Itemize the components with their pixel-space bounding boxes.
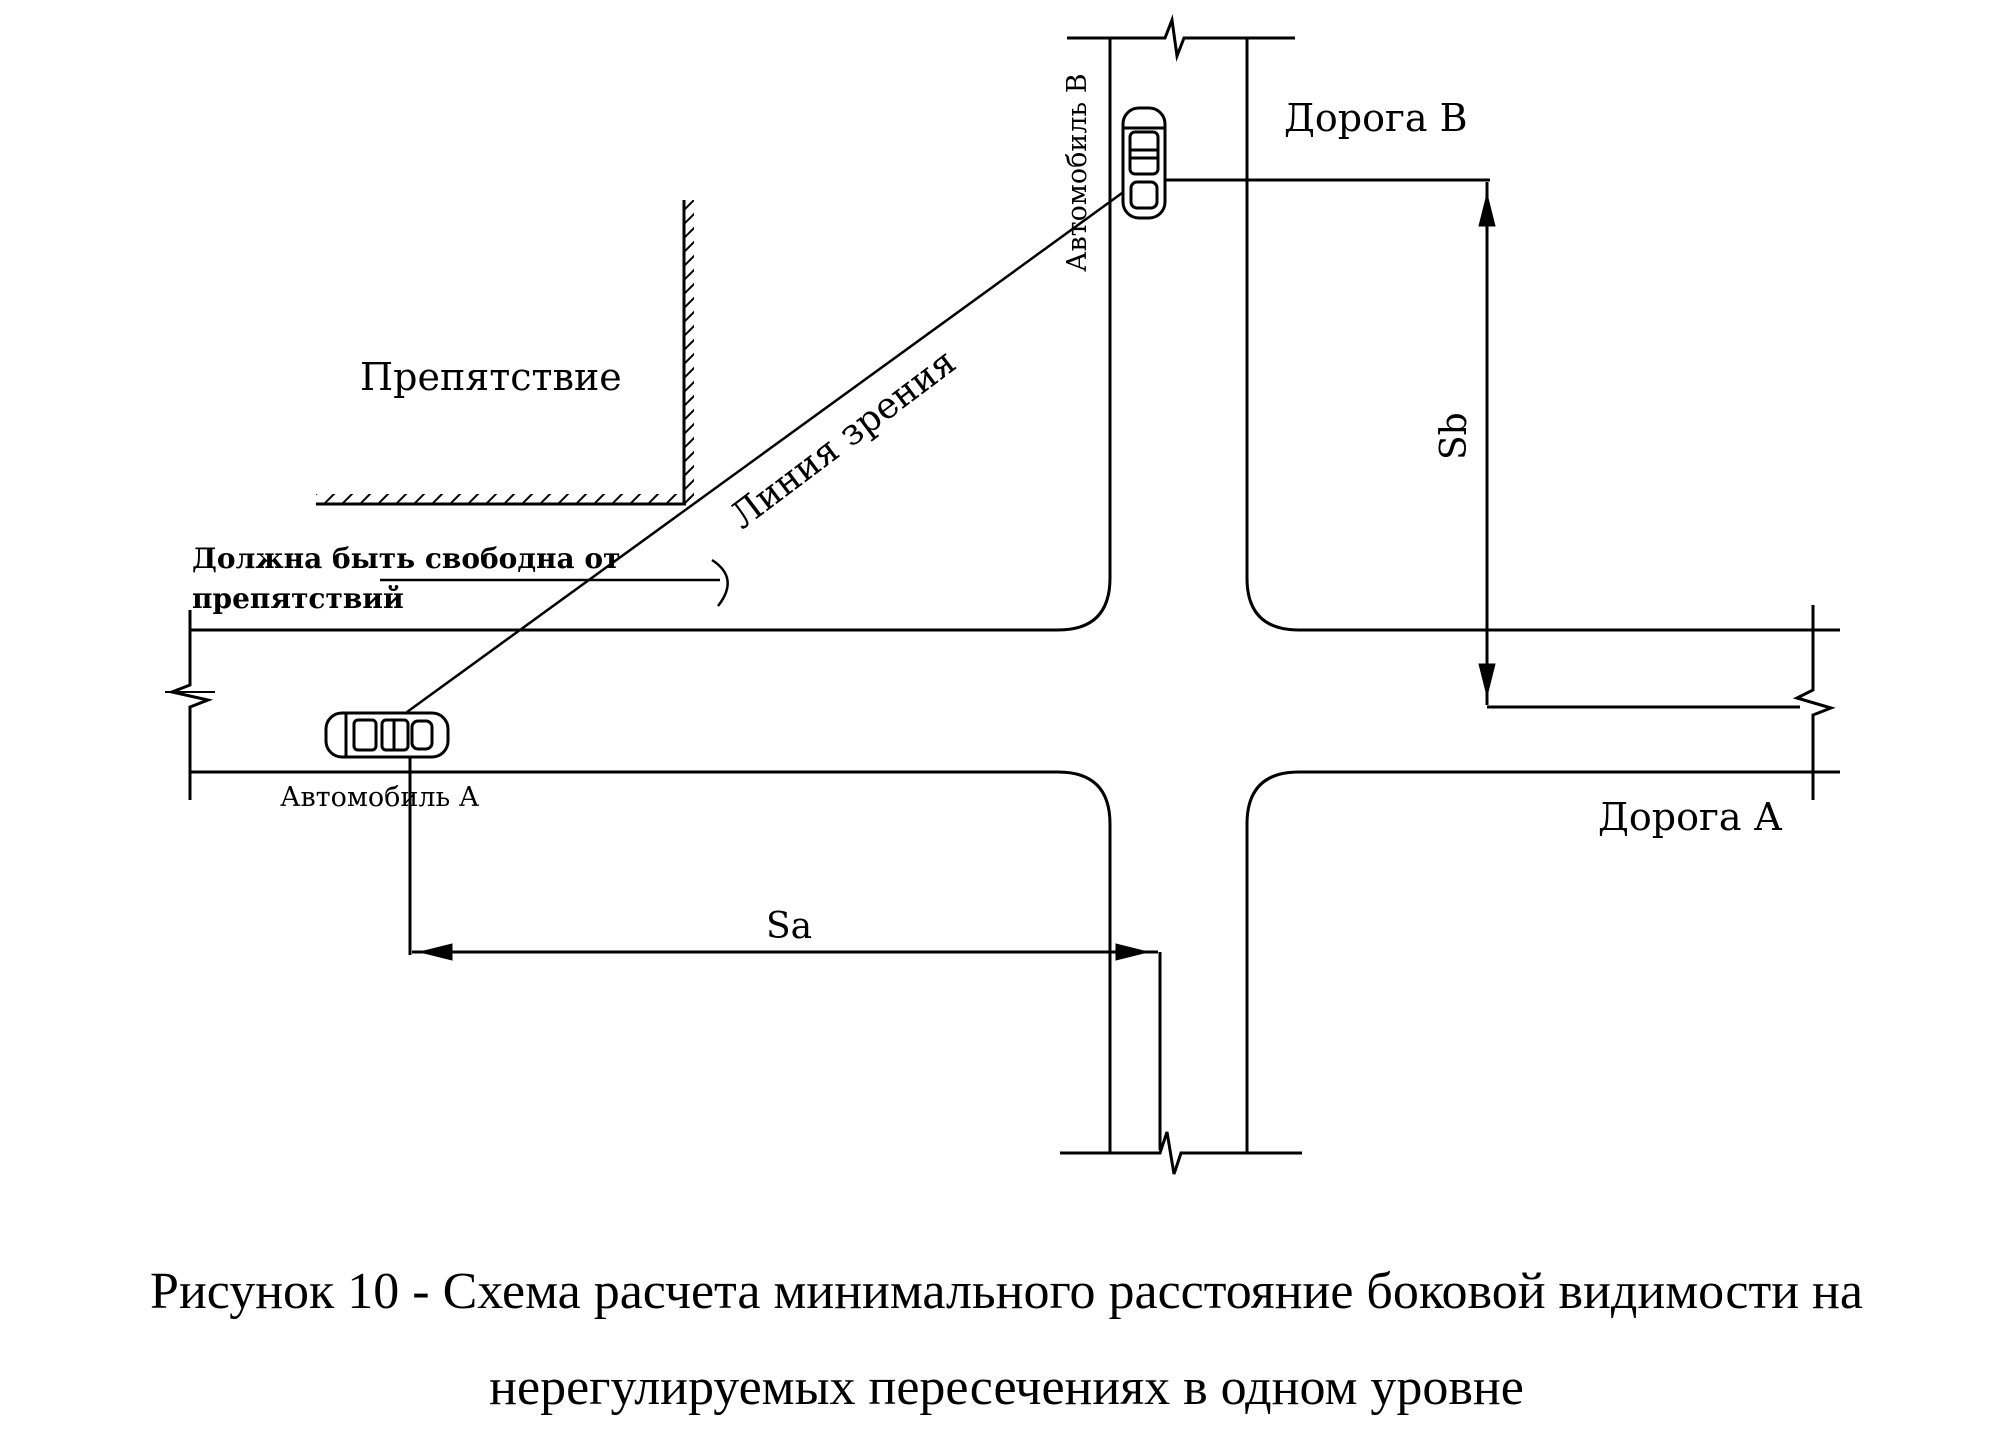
free-zone-label-line1: Должна быть свободна от <box>192 542 620 575</box>
road-b-edges <box>190 38 1840 1153</box>
car-b-label: Автомобиль В <box>1062 73 1093 272</box>
dimension-sb <box>1160 178 1800 709</box>
break-lines <box>165 14 1836 1175</box>
road-a-label: Дорога А <box>1598 795 1783 839</box>
sa-label: Sa <box>766 906 812 947</box>
dimension-sa <box>408 720 1162 1150</box>
figure-caption-line1: Рисунок 10 - Схема расчета минимального … <box>150 1263 1863 1320</box>
free-zone-label-line2: препятствий <box>192 582 404 615</box>
sight-line-label: Линия зрения <box>723 341 964 537</box>
figure-caption-line2: нерегулируемых пересечениях в одном уров… <box>489 1359 1524 1416</box>
obstacle-wall <box>316 200 694 506</box>
sight-line <box>406 178 1141 714</box>
free-zone-marker <box>380 558 729 607</box>
car-b-icon <box>1121 106 1167 220</box>
obstacle-label: Препятствие <box>360 355 622 399</box>
road-b-label: Дорога В <box>1284 96 1468 140</box>
car-a-icon <box>324 711 450 759</box>
car-a-label: Автомобиль А <box>280 782 480 813</box>
sb-label: Sb <box>1434 412 1475 460</box>
